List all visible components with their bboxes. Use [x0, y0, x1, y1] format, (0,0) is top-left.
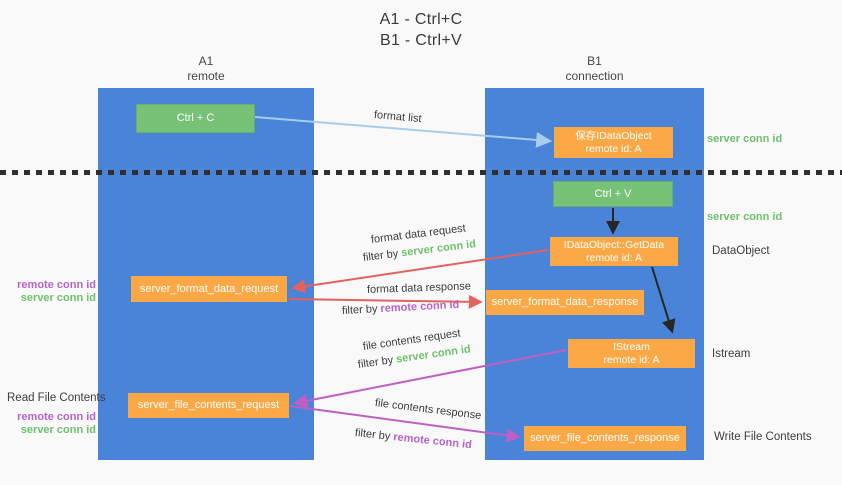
diagram-title: A1 - Ctrl+C B1 - Ctrl+V: [0, 9, 842, 51]
lane-a1-name: A1: [198, 54, 214, 68]
server-file-contents-response-label: server_file_contents_response: [530, 432, 680, 444]
ctrl-v-node: Ctrl + V: [553, 181, 673, 207]
idataobject-getdata-node: IDataObject::GetData remote id: A: [550, 237, 678, 266]
save-idataobject-line2: remote id: A: [585, 142, 642, 155]
save-idataobject-line1: 保存IDataObject: [575, 129, 652, 142]
left-remote-conn-id-2-label: remote conn id: [17, 411, 96, 423]
server-file-contents-request-node: server_file_contents_request: [128, 393, 289, 418]
lane-header-b1: B1 connection: [485, 54, 704, 84]
server-format-data-request-node: server_format_data_request: [131, 276, 287, 302]
server-conn-id-top-label: server conn id: [707, 133, 783, 145]
server-conn-id-key: server conn id: [400, 238, 477, 260]
istream-line1: IStream: [613, 340, 650, 353]
left-server-conn-id-1-label: server conn id: [20, 292, 96, 304]
server-format-data-response-label: server_format_data_response: [491, 296, 639, 308]
format-data-response-label: format data response: [366, 280, 472, 296]
lane-b1-role: connection: [565, 69, 624, 83]
lane-header-a1: A1 remote: [98, 54, 314, 84]
title-line-2: B1 - Ctrl+V: [380, 32, 462, 49]
server-format-data-request-label: server_format_data_request: [139, 282, 279, 295]
getdata-line1: IDataObject::GetData: [563, 238, 665, 251]
format-data-response-filter: filter by remote conn id: [342, 299, 460, 317]
ctrl-c-label: Ctrl + C: [176, 112, 215, 124]
istream-side-label: Istream: [712, 348, 751, 360]
title-line-1: A1 - Ctrl+C: [379, 11, 463, 28]
file-contents-response-label: file contents response: [374, 397, 482, 422]
filter-by-prefix: filter by: [357, 354, 394, 371]
filter-by-prefix: filter by: [354, 427, 391, 443]
left-server-conn-id-2-label: server conn id: [20, 424, 96, 436]
lane-b1-name: B1: [587, 54, 602, 68]
remote-conn-id-key: remote conn id: [392, 431, 473, 452]
filter-by-prefix: filter by: [341, 303, 378, 317]
remote-conn-id-key: remote conn id: [380, 298, 460, 315]
server-file-contents-response-node: server_file_contents_response: [524, 426, 686, 451]
istream-line2: remote id: A: [603, 353, 660, 366]
ctrl-v-label: Ctrl + V: [594, 187, 632, 200]
dataobject-label: DataObject: [712, 245, 770, 257]
filter-by-prefix: filter by: [362, 247, 399, 264]
istream-node: IStream remote id: A: [568, 339, 695, 368]
server-conn-id-mid-label: server conn id: [707, 211, 783, 223]
read-file-contents-label: Read File Contents: [7, 392, 106, 404]
server-format-data-response-node: server_format_data_response: [486, 290, 644, 315]
left-remote-conn-id-1-label: remote conn id: [17, 279, 96, 291]
ctrl-c-node: Ctrl + C: [136, 104, 255, 133]
server-file-contents-request-label: server_file_contents_request: [137, 399, 280, 411]
file-contents-response-filter: filter by remote conn id: [354, 427, 472, 451]
lane-a1-role: remote: [187, 69, 225, 83]
write-file-contents-label: Write File Contents: [714, 431, 812, 443]
getdata-line2: remote id: A: [585, 251, 643, 264]
save-idataobject-node: 保存IDataObject remote id: A: [554, 127, 673, 158]
dotted-separator: [0, 170, 842, 175]
format-list-label: format list: [373, 109, 423, 126]
